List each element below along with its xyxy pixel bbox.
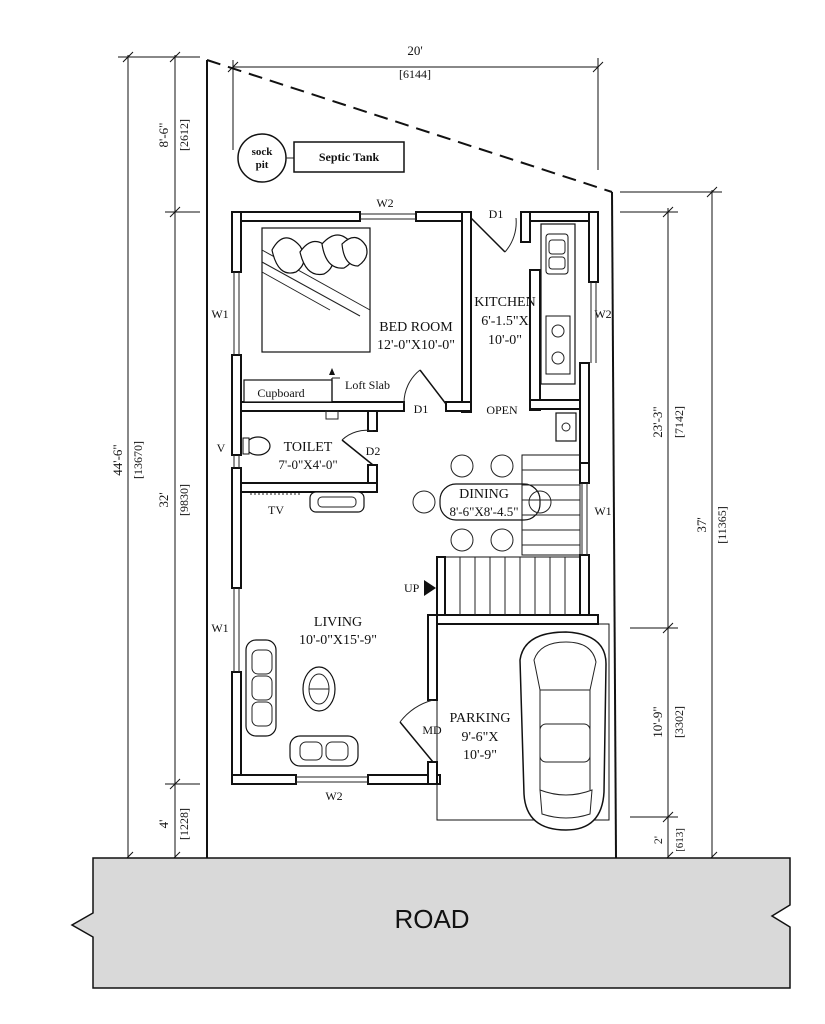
kitchen-name: KITCHEN [474,295,535,310]
up-label: UP [404,581,420,595]
kitchen-counter [540,223,576,385]
label-w1-dining: W1 [594,504,611,518]
septic-tank-label: Septic Tank [319,150,380,164]
label-v-toilet: V [217,441,226,455]
cupboard-label: Cupboard [257,386,304,400]
toilet-name: TOILET [284,440,333,455]
septic-tank-box [293,141,405,173]
kitchen-size-1: 6'-1.5"X [481,314,529,329]
label-w2-top: W2 [376,196,393,210]
parking-name: PARKING [450,711,511,726]
dim-right-total-mm: [11365] [715,506,729,544]
dim-right-total: 37' [694,517,709,532]
dim-right-bottom-mm: [613] [674,828,686,852]
road-strip [70,857,791,989]
living-name: LIVING [314,615,362,630]
dim-left-bottom-mm: [1228] [177,808,191,840]
bedroom-name: BED ROOM [379,320,453,335]
staircase [424,454,581,616]
label-md: MD [422,723,442,737]
toilet-size: 7'-0"X4'-0" [278,457,337,472]
bed-furniture [261,227,371,353]
dim-left-bottom: 4' [156,820,171,829]
dim-right-bottom: 2' [651,836,665,844]
living-size: 10'-0"X15'-9" [299,633,377,648]
dim-left-middle-mm: [9830] [177,484,191,516]
tv-label: TV [268,503,284,517]
road-label: ROAD [394,904,469,934]
open-label: OPEN [486,403,518,417]
dim-right-upper: 23'-3" [650,406,665,437]
dining-name: DINING [459,487,509,502]
dim-left-total-mm: [13670] [131,441,145,479]
dim-top-width-mm: [6144] [399,67,431,81]
parking-size-2: 10'-9" [463,748,497,763]
dim-left-top: 8'-6" [156,123,171,148]
plot-boundary [206,59,617,859]
sock-pit-label-1: sock [252,146,274,158]
label-w1-living: W1 [211,621,228,635]
label-w2-kitchen: W2 [594,307,611,321]
kitchen-size-2: 10'-0" [488,333,522,348]
doors [341,217,517,763]
label-d1-kitchen: D1 [489,207,504,221]
toilet-fixtures [242,410,339,456]
car-icon [519,631,607,831]
windows [233,213,597,783]
dimension-lines [118,51,722,863]
dim-left-top-mm: [2612] [177,119,191,151]
parking-area [436,623,610,821]
dim-left-total: 44'-6" [110,444,125,475]
tv-unit [250,491,365,513]
sock-pit-label-2: pit [256,159,269,171]
dining-furniture [412,454,552,552]
dim-right-lower-mm: [3302] [672,706,686,738]
bedroom-size: 12'-0"X10'-0" [377,338,455,353]
sock-pit-circle [237,133,287,183]
walls [231,211,599,785]
label-w1-bedroom: W1 [211,307,228,321]
parking-size-1: 9'-6"X [461,730,498,745]
label-w2-bottom: W2 [325,789,342,803]
loft-slab-label: Loft Slab [345,378,390,392]
dim-right-upper-mm: [7142] [672,406,686,438]
label-d2-toilet: D2 [366,444,381,458]
dim-top-width: 20' [407,43,422,58]
dim-right-lower: 10'-9" [650,706,665,737]
wash-basin [555,412,577,442]
label-d1-bedroom: D1 [414,402,429,416]
dim-left-middle: 32' [156,492,171,507]
sofa-set [245,639,359,767]
dining-size: 8'-6"X8'-4.5" [449,504,518,519]
